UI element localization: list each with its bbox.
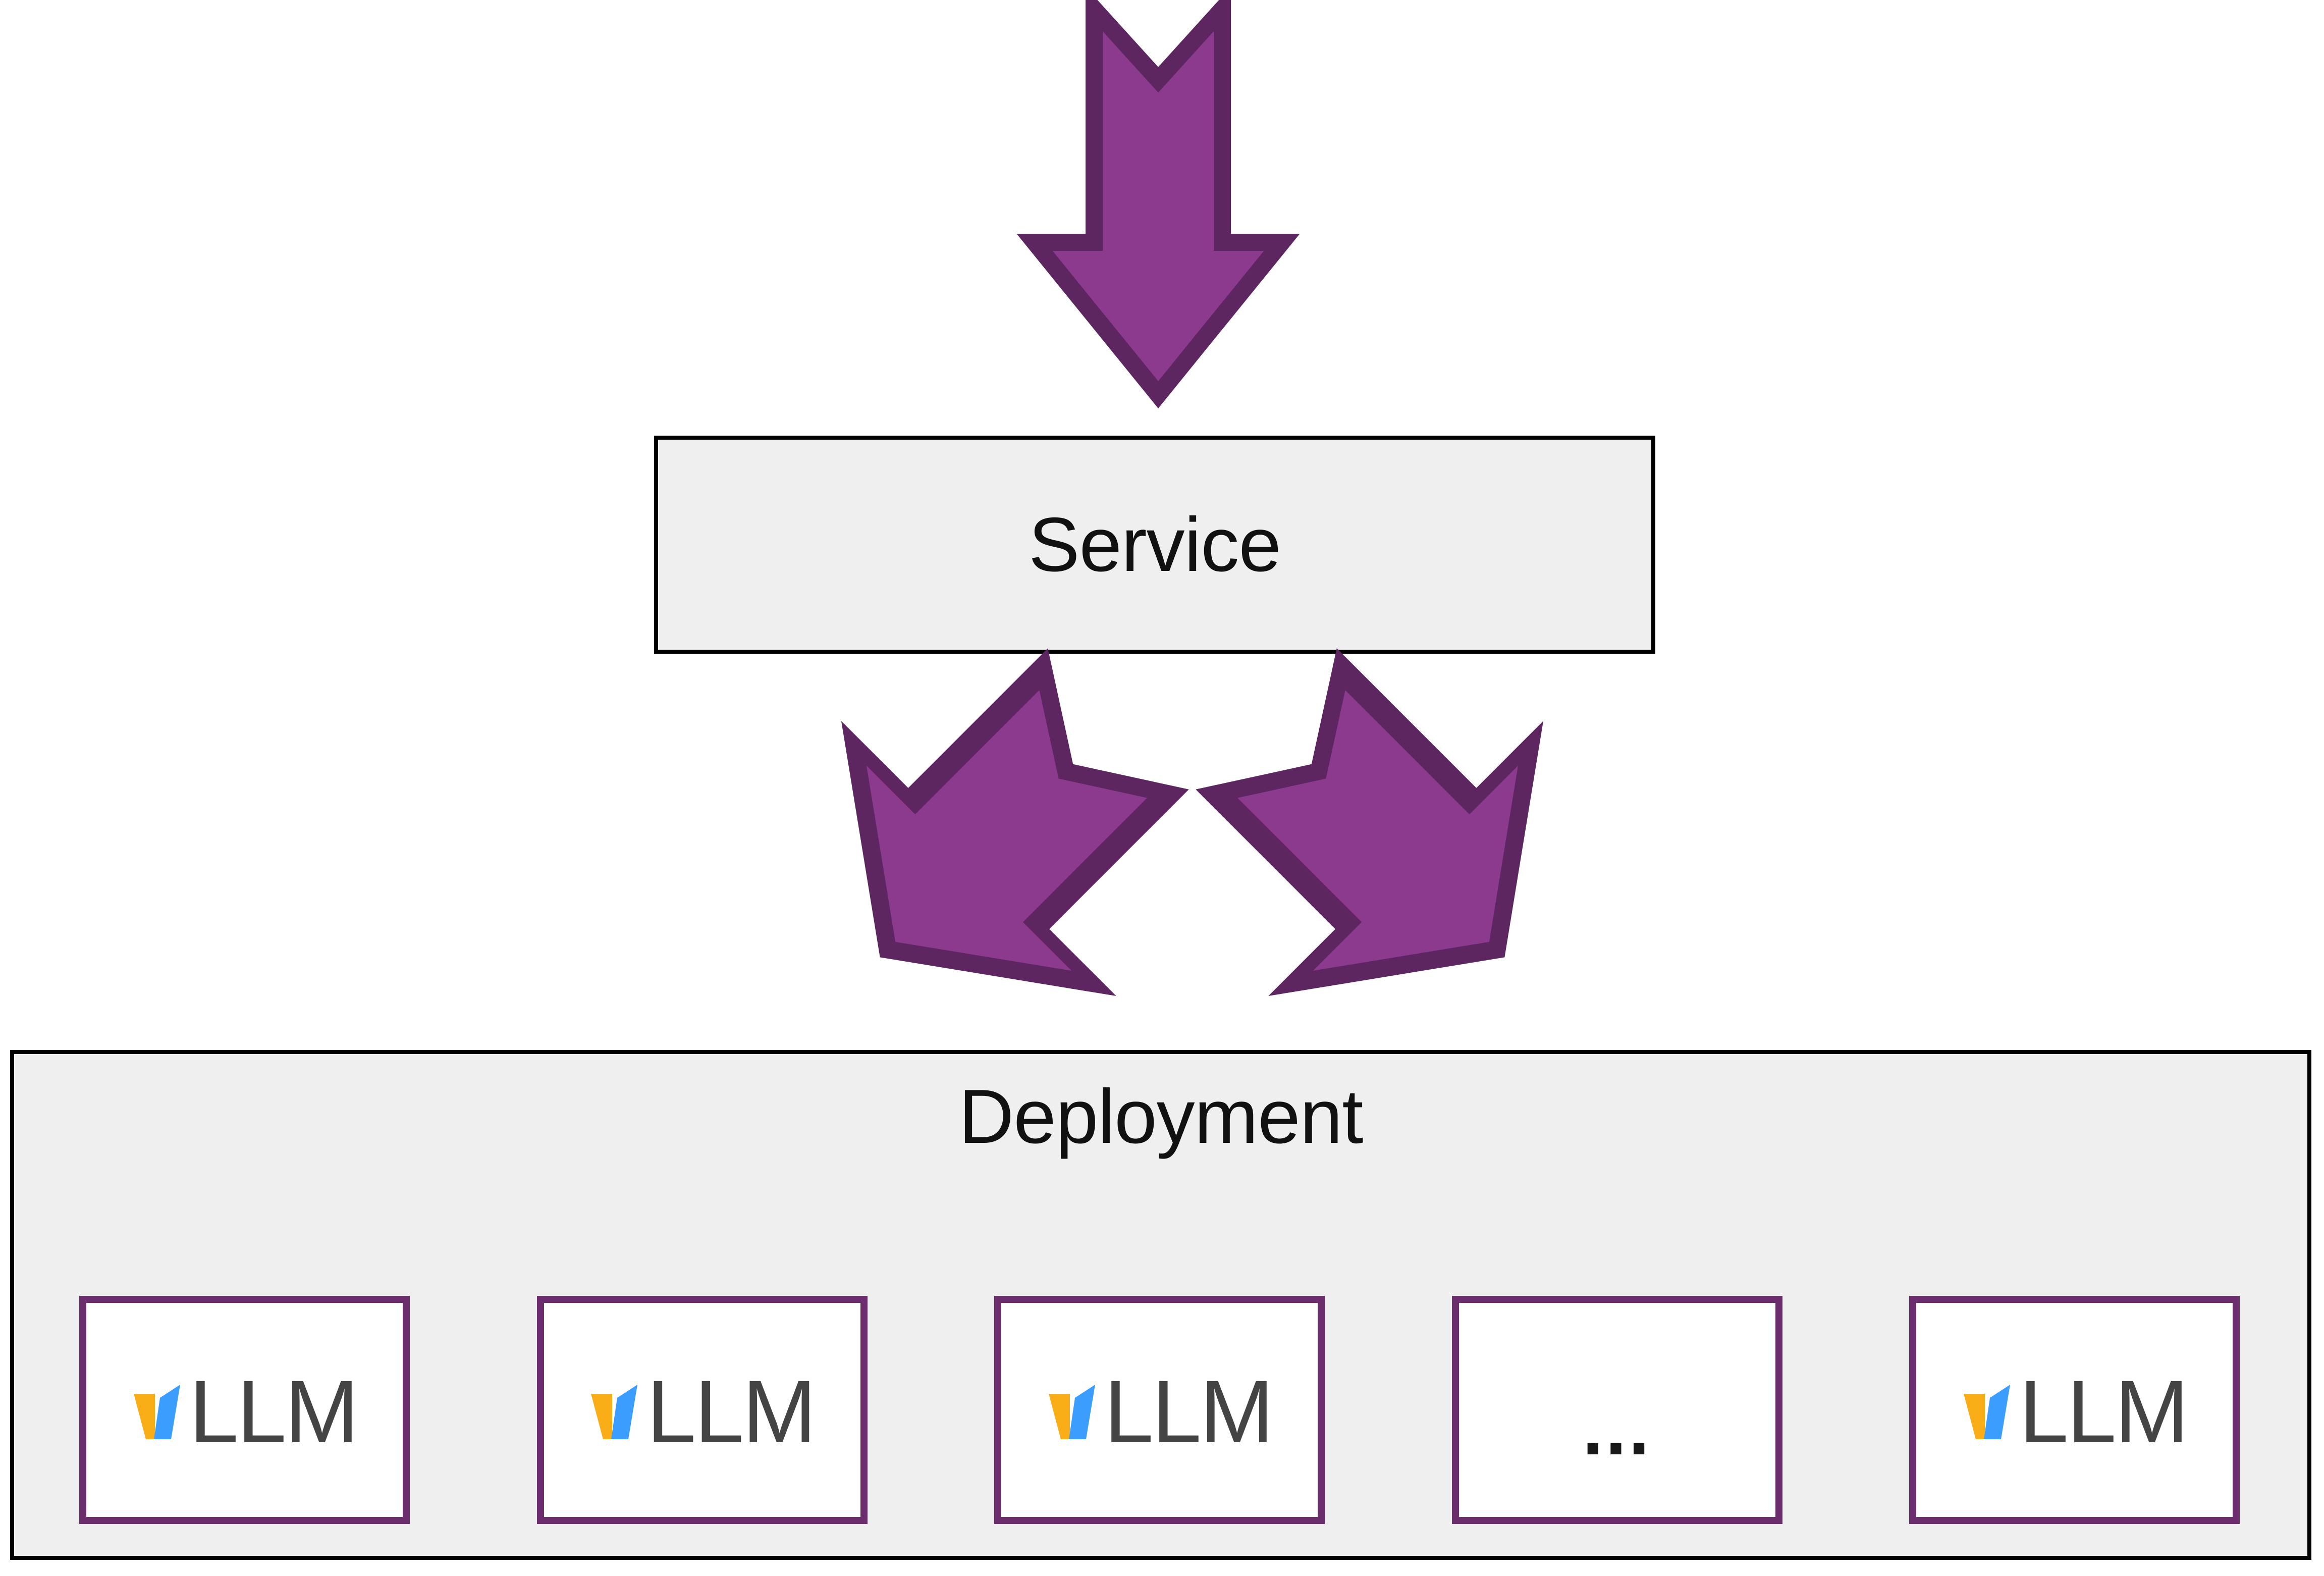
pod-label: LLM [189,1362,359,1461]
pod-label: LLM [646,1362,816,1461]
vllm-logo-icon [1047,1380,1099,1444]
pod-ellipsis[interactable]: ... [1451,1296,1782,1524]
pod-label: LLM [2019,1362,2189,1461]
service-to-pods-arrow-left-icon [820,648,1189,1002]
pod-vllm-2[interactable]: LLM [536,1296,868,1524]
service-to-pods-arrow-right-icon [1196,648,1564,1002]
deployment-label: Deployment [958,1074,1363,1160]
pod-vllm-1[interactable]: LLM [79,1296,410,1524]
vllm-logo-lockup: LLM [132,1362,359,1461]
service-label: Service [1029,502,1281,588]
vllm-logo-icon [589,1380,641,1444]
service-node: Service [654,436,1655,654]
pod-vllm-n[interactable]: LLM [1909,1296,2240,1524]
vllm-logo-lockup: LLM [589,1362,817,1461]
pod-label: LLM [1104,1362,1274,1461]
vllm-logo-icon [132,1380,184,1444]
vllm-logo-icon [1962,1380,2014,1444]
pod-vllm-3[interactable]: LLM [994,1296,1325,1524]
pod-list: LLM LLM [79,1294,2240,1526]
ellipsis-icon: ... [1582,1386,1652,1470]
ingress-arrow-down-icon [1016,0,1300,408]
vllm-logo-lockup: LLM [1962,1362,2189,1461]
deployment-node: Deployment LLM [10,1050,2311,1560]
vllm-logo-lockup: LLM [1047,1362,1274,1461]
